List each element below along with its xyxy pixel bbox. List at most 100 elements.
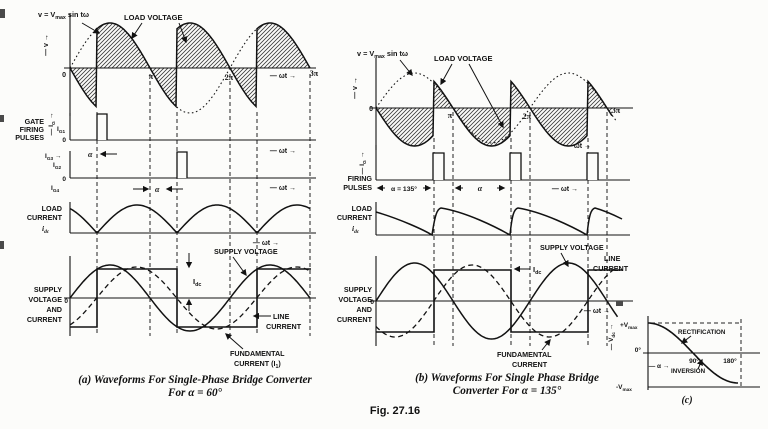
a-gate-label: GATE [25, 117, 45, 126]
a-annotation-arrow [178, 22, 188, 44]
b-alpha-label: α [478, 184, 483, 193]
a-annotation-arrow [131, 22, 143, 40]
b-fundamental2-label: CURRENT [512, 360, 548, 369]
a-annotation-arrow [225, 333, 244, 350]
c-inversion-label: INVERSION [671, 368, 706, 375]
a-supply-zero: 0 [64, 298, 68, 305]
a-load-current-wave [69, 204, 311, 235]
a-ig2-label: IG2 [53, 162, 61, 170]
scan-artifact [0, 115, 4, 122]
caption-b-line2: Converter For α = 135° [452, 385, 562, 397]
a-fundamental-i1-label: CURRENT (I1) [234, 359, 281, 370]
a-wt-label-current: — ωt → [253, 240, 279, 247]
b-ig-axis-label: — IG → [359, 151, 368, 174]
b-supply-label: SUPPLY [344, 285, 372, 294]
c-vdc-axis-label: — Vdc → [608, 324, 616, 350]
b-load-voltage-wave [375, 79, 613, 147]
a-line-current-wave [70, 268, 311, 328]
scan-artifact [0, 9, 5, 18]
b-load-voltage-hatch [376, 81, 612, 146]
a-tick-2pi: 2π [225, 73, 234, 82]
b-supply-voltage-wave [375, 262, 619, 340]
a-gate-pulse [176, 151, 188, 178]
a-line-label: LINE [273, 312, 290, 321]
b-origin-zero: 0 [369, 106, 373, 113]
a-supply-voltage-wave [69, 264, 311, 332]
b-line-current-label: CURRENT [593, 264, 629, 273]
a-ig-axis-label: — IG → [48, 112, 57, 135]
a-fundamental-label: FUNDAMENTAL [230, 349, 285, 358]
a-voltage-label: VOLTAGE [28, 295, 62, 304]
b-voltage-label: VOLTAGE [338, 295, 372, 304]
c-annotation-arrow [680, 335, 692, 344]
c-rectification-label: RECTIFICATION [678, 329, 726, 336]
a-ig4-label: IG4 [51, 185, 59, 193]
b-fundamental-label: FUNDAMENTAL [497, 350, 552, 359]
a-v-axis-label: — v → [43, 34, 50, 56]
b-annotation-arrow [440, 63, 453, 86]
b-load-voltage-label: LOAD VOLTAGE [434, 54, 492, 63]
a-row2-zero: 0 [62, 176, 66, 183]
c-tick-90: 90° [689, 357, 699, 365]
a-tick-pi: π [149, 72, 154, 81]
a-and-label: AND [46, 305, 62, 314]
b-supply-zero: 0 [370, 299, 374, 306]
a-idc-axis-label: idc [42, 224, 50, 235]
b-idc-dim-label: Idc [533, 265, 541, 276]
c-zero-deg-label: 0° [635, 346, 642, 354]
a-load-voltage-wave [69, 22, 311, 109]
a-supply-label: SUPPLY [34, 285, 62, 294]
b-annotation-arrow [541, 338, 551, 351]
a-wt-label-row1: — ωt → [270, 148, 296, 155]
a-origin-zero: 0 [62, 72, 66, 79]
a-supply-voltage-label: SUPPLY VOLTAGE [214, 247, 278, 256]
b-fundamental-current-wave [375, 264, 618, 338]
b-wt-label-pulses: — ωt → [552, 186, 578, 193]
b-source-voltage-wave [375, 72, 617, 144]
a-eq-source-voltage: v = Vmax sin tω [38, 10, 89, 21]
c-caption-c: (c) [681, 395, 692, 406]
b-tick-3pi: 3π [612, 106, 621, 115]
b-pulses-label: PULSES [343, 183, 372, 192]
c-annotation-arrow [696, 358, 703, 370]
b-load-current-wave [375, 207, 623, 237]
a-alpha-row2: α [155, 185, 160, 194]
scan-artifact [616, 301, 623, 306]
a-gate-pulse [96, 113, 108, 140]
b-gate-pulse [586, 152, 599, 180]
a-wt-label-loadv: — ωt → [270, 73, 296, 80]
a-row1-zero: 0 [62, 137, 66, 144]
b-line-current-wave [376, 269, 623, 333]
b-annotation-arrow [468, 63, 504, 129]
a-current-label: CURRENT [27, 213, 63, 222]
b-and-label: AND [356, 305, 372, 314]
figure-number: Fig. 27.16 [369, 405, 421, 417]
c-plus-vmax-label: +Vmax [620, 322, 638, 330]
a-load-voltage-hatch [70, 23, 310, 107]
b-supply-voltage-label: SUPPLY VOLTAGE [540, 243, 604, 252]
b-gate-pulse [509, 152, 522, 180]
a-load-voltage-label: LOAD VOLTAGE [124, 13, 182, 22]
b-alpha-135-label: α = 135° [391, 185, 417, 193]
caption-a-line1: (a) Waveforms For Single-Phase Bridge Co… [78, 374, 312, 386]
b-load-label: LOAD [352, 204, 372, 213]
b-annotation-arrow [560, 252, 569, 268]
caption-a-line2: For α = 60° [167, 387, 223, 399]
scan-artifact [0, 241, 4, 249]
a-wt-label-row2: — ωt → [270, 185, 296, 192]
a-current2-label: CURRENT [27, 315, 63, 324]
a-annotation-arrow [232, 256, 247, 277]
c-vdc-alpha-curve [648, 322, 738, 384]
b-wt-label-loadv: — ωt → [565, 143, 591, 150]
b-gate-pulse [432, 152, 445, 180]
b-line-label: LINE [604, 254, 621, 263]
a-load-label: LOAD [42, 204, 62, 213]
a-idc-dim-label: Idc [193, 277, 201, 288]
b-tick-pi: π [448, 111, 453, 120]
a-ig1-label: IG1 [57, 126, 65, 134]
